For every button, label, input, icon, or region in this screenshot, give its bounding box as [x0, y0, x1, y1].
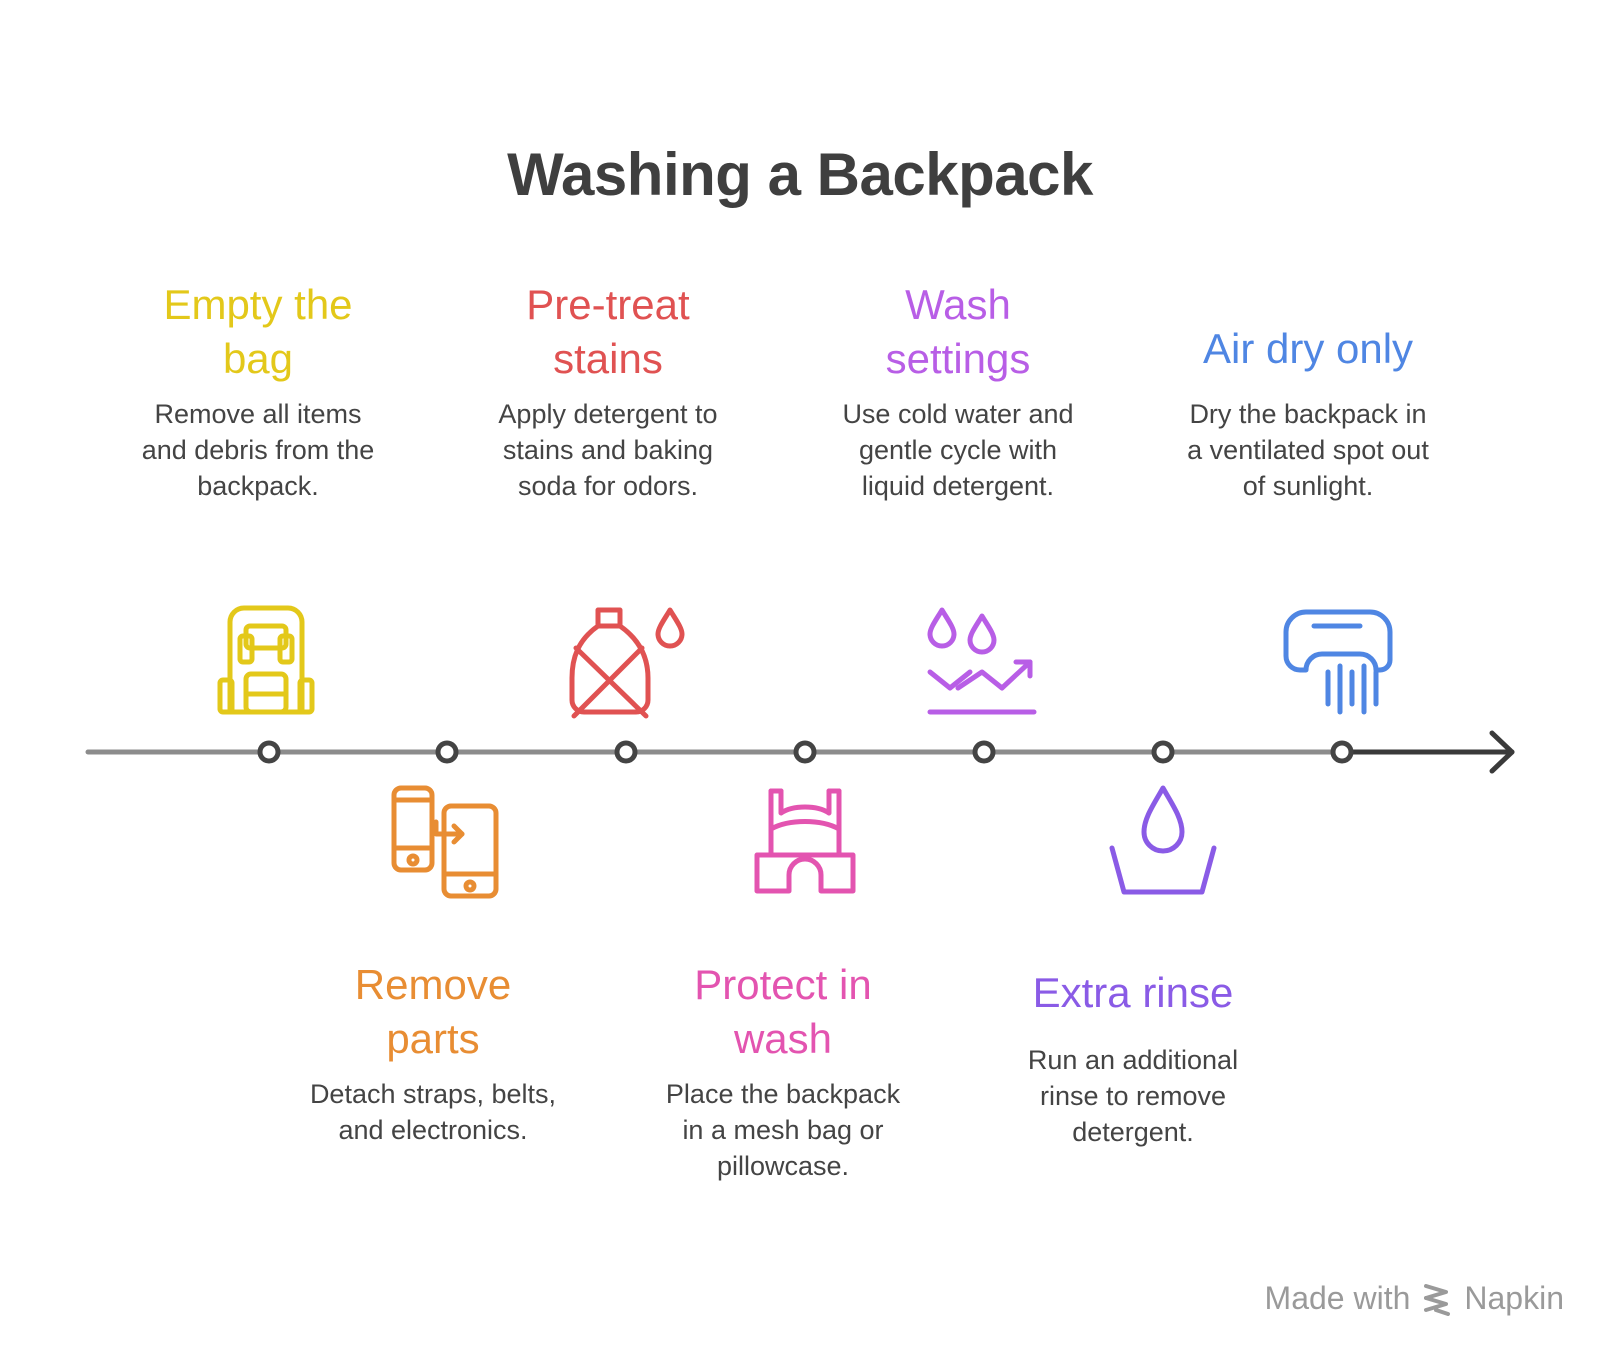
step-5-text: Wash settings Use cold water and gentle … [808, 278, 1108, 504]
timeline-node-3 [614, 740, 638, 764]
step-1-description: Remove all items and debris from the bac… [141, 399, 375, 501]
timeline-node-5 [972, 740, 996, 764]
water-drop-basin-icon [1109, 785, 1217, 895]
step-6-title: Extra rinse [1032, 969, 1234, 1016]
timeline-arrowhead-icon [1489, 730, 1515, 774]
step-7-text: Air dry only Dry the backpack in a venti… [1158, 322, 1458, 504]
step-3-description: Apply detergent to stains and baking sod… [498, 399, 718, 501]
timeline-node-7 [1330, 740, 1354, 764]
step-4-text: Protect in wash Place the backpack in a … [633, 958, 933, 1184]
timeline-node-4 [793, 740, 817, 764]
step-4-description: Place the backpack in a mesh bag or pill… [665, 1079, 901, 1181]
step-3-title: Pre-treat stains [526, 281, 690, 382]
step-2-title: Remove parts [354, 961, 512, 1062]
footer-brand: Napkin [1464, 1280, 1564, 1316]
napkin-logo-icon [1424, 1283, 1451, 1316]
step-7-title: Air dry only [1202, 325, 1414, 372]
air-dry-icon [1283, 609, 1393, 715]
step-5-description: Use cold water and gentle cycle with liq… [842, 399, 1074, 501]
timeline-node-2 [435, 740, 459, 764]
step-1-text: Empty the bag Remove all items and debri… [108, 278, 408, 504]
step-3-text: Pre-treat stains Apply detergent to stai… [458, 278, 758, 504]
mesh-bag-icon [754, 788, 856, 894]
step-2-description: Detach straps, belts, and electronics. [309, 1079, 557, 1145]
timeline-node-6 [1151, 740, 1175, 764]
water-drops-trend-icon [927, 607, 1037, 715]
page-title: Washing a Backpack [507, 141, 1093, 208]
phone-transfer-icon [391, 785, 499, 899]
step-4-title: Protect in wash [694, 961, 872, 1062]
step-6-text: Extra rinse Run an additional rinse to r… [983, 966, 1283, 1150]
step-5-title: Wash settings [885, 281, 1031, 382]
napkin-watermark: Made with Napkin [1265, 1280, 1564, 1317]
backpack-icon [217, 605, 315, 715]
footer-prefix: Made with [1264, 1280, 1411, 1316]
step-7-description: Dry the backpack in a ventilated spot ou… [1187, 399, 1429, 501]
timeline-node-1 [257, 740, 281, 764]
step-6-description: Run an additional rinse to remove deterg… [1027, 1045, 1239, 1147]
step-2-text: Remove parts Detach straps, belts, and e… [283, 958, 583, 1148]
step-1-title: Empty the bag [163, 281, 353, 382]
detergent-bottle-icon [569, 607, 685, 719]
